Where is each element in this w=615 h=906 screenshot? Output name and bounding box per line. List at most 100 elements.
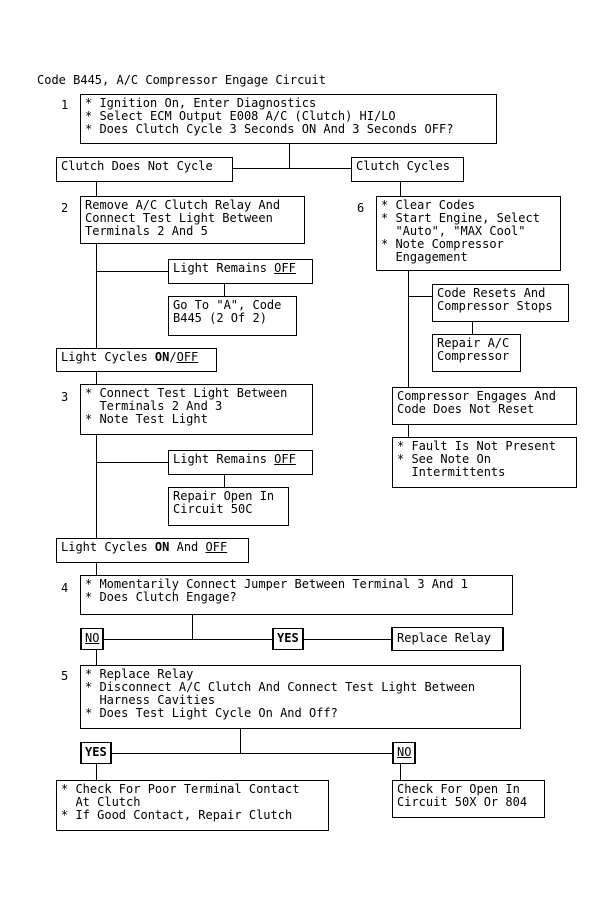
go-to-a-line-2: B445 (2 Of 2) bbox=[173, 311, 267, 325]
light-cycles-prefix-1: Light Cycles bbox=[61, 350, 155, 364]
step-5-line-3: Harness Cavities bbox=[85, 693, 216, 707]
light-remains-off-box-1: Light Remains OFF bbox=[168, 259, 313, 284]
connector-line bbox=[224, 475, 225, 487]
check-open-50x-box: Check For Open In Circuit 50X Or 804 bbox=[392, 780, 545, 818]
step-6-line-5: Engagement bbox=[381, 250, 468, 264]
connector-line bbox=[400, 182, 401, 196]
connector-line bbox=[400, 764, 401, 780]
step-6-line-1: * Clear Codes bbox=[381, 198, 475, 212]
step-2-box: Remove A/C Clutch Relay And Connect Test… bbox=[80, 196, 305, 244]
step-number-4: 4 bbox=[61, 581, 69, 595]
step-6-line-4: * Note Compressor bbox=[381, 237, 504, 251]
step-number-6: 6 bbox=[357, 201, 365, 215]
step-2-line-1: Remove A/C Clutch Relay And bbox=[85, 198, 281, 212]
connector-line bbox=[96, 372, 97, 384]
step-6-line-3: "Auto", "MAX Cool" bbox=[381, 224, 526, 238]
connector-line bbox=[96, 435, 97, 538]
step-number-1: 1 bbox=[61, 98, 69, 112]
step-3-line-1: * Connect Test Light Between bbox=[85, 386, 288, 400]
yes-label-2: YES bbox=[80, 742, 112, 764]
check-poor-contact-line-1: * Check For Poor Terminal Contact bbox=[61, 782, 300, 796]
check-open-50x-line-2: Circuit 50X Or 804 bbox=[397, 795, 528, 809]
step-1-box: * Ignition On, Enter Diagnostics * Selec… bbox=[80, 94, 497, 144]
step-1-line-3: * Does Clutch Cycle 3 Seconds ON And 3 S… bbox=[85, 122, 454, 136]
step-1-line-2: * Select ECM Output E008 A/C (Clutch) HI… bbox=[85, 109, 396, 123]
replace-relay-box: Replace Relay bbox=[391, 627, 504, 651]
compressor-engages-line-1: Compressor Engages And bbox=[397, 389, 556, 403]
connector-line bbox=[408, 271, 409, 387]
connector-line bbox=[96, 563, 97, 575]
check-poor-contact-box: * Check For Poor Terminal Contact At Clu… bbox=[56, 780, 329, 831]
and-connector: And bbox=[169, 540, 206, 554]
repair-ac-compressor-line-1: Repair A/C bbox=[437, 336, 510, 350]
repair-open-50c-line-2: Circuit 50C bbox=[173, 502, 253, 516]
connector-line bbox=[303, 639, 391, 640]
step-number-5: 5 bbox=[61, 669, 69, 683]
code-resets-line-1: Code Resets And bbox=[437, 286, 546, 300]
connector-line bbox=[96, 650, 97, 665]
check-poor-contact-line-2: At Clutch bbox=[61, 795, 141, 809]
step-5-line-4: * Does Test Light Cycle On And Off? bbox=[85, 706, 338, 720]
repair-open-50c-box: Repair Open In Circuit 50C bbox=[168, 487, 289, 526]
step-number-3: 3 bbox=[61, 390, 69, 404]
connector-line bbox=[96, 271, 168, 272]
step-1-line-1: * Ignition On, Enter Diagnostics bbox=[85, 96, 317, 110]
light-cycles-on-and-off-box: Light Cycles ON And OFF bbox=[56, 538, 249, 563]
slash-separator: / bbox=[169, 350, 177, 364]
connector-line bbox=[96, 244, 97, 348]
yes-label-1: YES bbox=[272, 628, 304, 650]
code-resets-line-2: Compressor Stops bbox=[437, 299, 553, 313]
on-emphasis-2: ON bbox=[154, 540, 170, 554]
step-3-line-3: * Note Test Light bbox=[85, 412, 208, 426]
code-resets-box: Code Resets And Compressor Stops bbox=[432, 284, 569, 322]
connector-line bbox=[408, 296, 432, 297]
connector-line bbox=[240, 729, 241, 753]
connector-line bbox=[472, 322, 473, 334]
off-emphasis-4: OFF bbox=[205, 540, 228, 554]
off-emphasis-1: OFF bbox=[274, 261, 296, 275]
compressor-engages-line-2: Code Does Not Reset bbox=[397, 402, 535, 416]
repair-ac-compressor-box: Repair A/C Compressor bbox=[432, 334, 521, 372]
light-remains-off-label-1: Light Remains OFF bbox=[173, 262, 308, 275]
light-remains-off-prefix-1: Light Remains bbox=[173, 261, 275, 275]
clutch-cycles-label: Clutch Cycles bbox=[356, 159, 450, 173]
step-5-line-1: * Replace Relay bbox=[85, 667, 194, 681]
clutch-does-not-cycle-box: Clutch Does Not Cycle bbox=[56, 157, 233, 182]
step-5-line-2: * Disconnect A/C Clutch And Connect Test… bbox=[85, 680, 476, 694]
no-label-2: NO bbox=[392, 742, 416, 764]
clutch-cycles-box: Clutch Cycles bbox=[351, 157, 464, 182]
step-2-line-2: Connect Test Light Between bbox=[85, 211, 273, 225]
connector-line bbox=[232, 168, 352, 169]
no-label-1: NO bbox=[80, 628, 104, 650]
step-4-line-1: * Momentarily Connect Jumper Between Ter… bbox=[85, 577, 468, 591]
connector-line bbox=[289, 144, 290, 168]
step-3-line-2: Terminals 2 And 3 bbox=[85, 399, 223, 413]
step-3-box: * Connect Test Light Between Terminals 2… bbox=[80, 384, 313, 435]
compressor-engages-box: Compressor Engages And Code Does Not Res… bbox=[392, 387, 577, 425]
fault-not-present-line-2: * See Note On bbox=[397, 452, 491, 466]
light-remains-off-prefix-2: Light Remains bbox=[173, 452, 275, 466]
connector-line bbox=[104, 639, 272, 640]
fault-not-present-line-1: * Fault Is Not Present bbox=[397, 439, 556, 453]
connector-line bbox=[224, 284, 225, 296]
repair-open-50c-line-1: Repair Open In bbox=[173, 489, 275, 503]
connector-line bbox=[192, 615, 193, 639]
repair-ac-compressor-line-2: Compressor bbox=[437, 349, 510, 363]
go-to-a-line-1: Go To "A", Code bbox=[173, 298, 282, 312]
fault-not-present-line-3: Intermittents bbox=[397, 465, 506, 479]
step-4-box: * Momentarily Connect Jumper Between Ter… bbox=[80, 575, 513, 615]
off-emphasis-2: OFF bbox=[176, 350, 199, 364]
off-emphasis-3: OFF bbox=[274, 452, 296, 466]
clutch-does-not-cycle-label: Clutch Does Not Cycle bbox=[61, 159, 213, 173]
check-poor-contact-line-3: * If Good Contact, Repair Clutch bbox=[61, 808, 293, 822]
step-number-2: 2 bbox=[61, 201, 69, 215]
step-5-box: * Replace Relay * Disconnect A/C Clutch … bbox=[80, 665, 521, 729]
connector-line bbox=[408, 425, 409, 437]
chart-title: Code B445, A/C Compressor Engage Circuit bbox=[37, 73, 326, 87]
light-remains-off-box-2: Light Remains OFF bbox=[168, 450, 313, 475]
step-4-line-2: * Does Clutch Engage? bbox=[85, 590, 237, 604]
connector-line bbox=[96, 182, 97, 196]
fault-not-present-box: * Fault Is Not Present * See Note On Int… bbox=[392, 437, 577, 488]
step-6-box: * Clear Codes * Start Engine, Select "Au… bbox=[376, 196, 561, 271]
light-cycles-prefix-2: Light Cycles bbox=[61, 540, 155, 554]
